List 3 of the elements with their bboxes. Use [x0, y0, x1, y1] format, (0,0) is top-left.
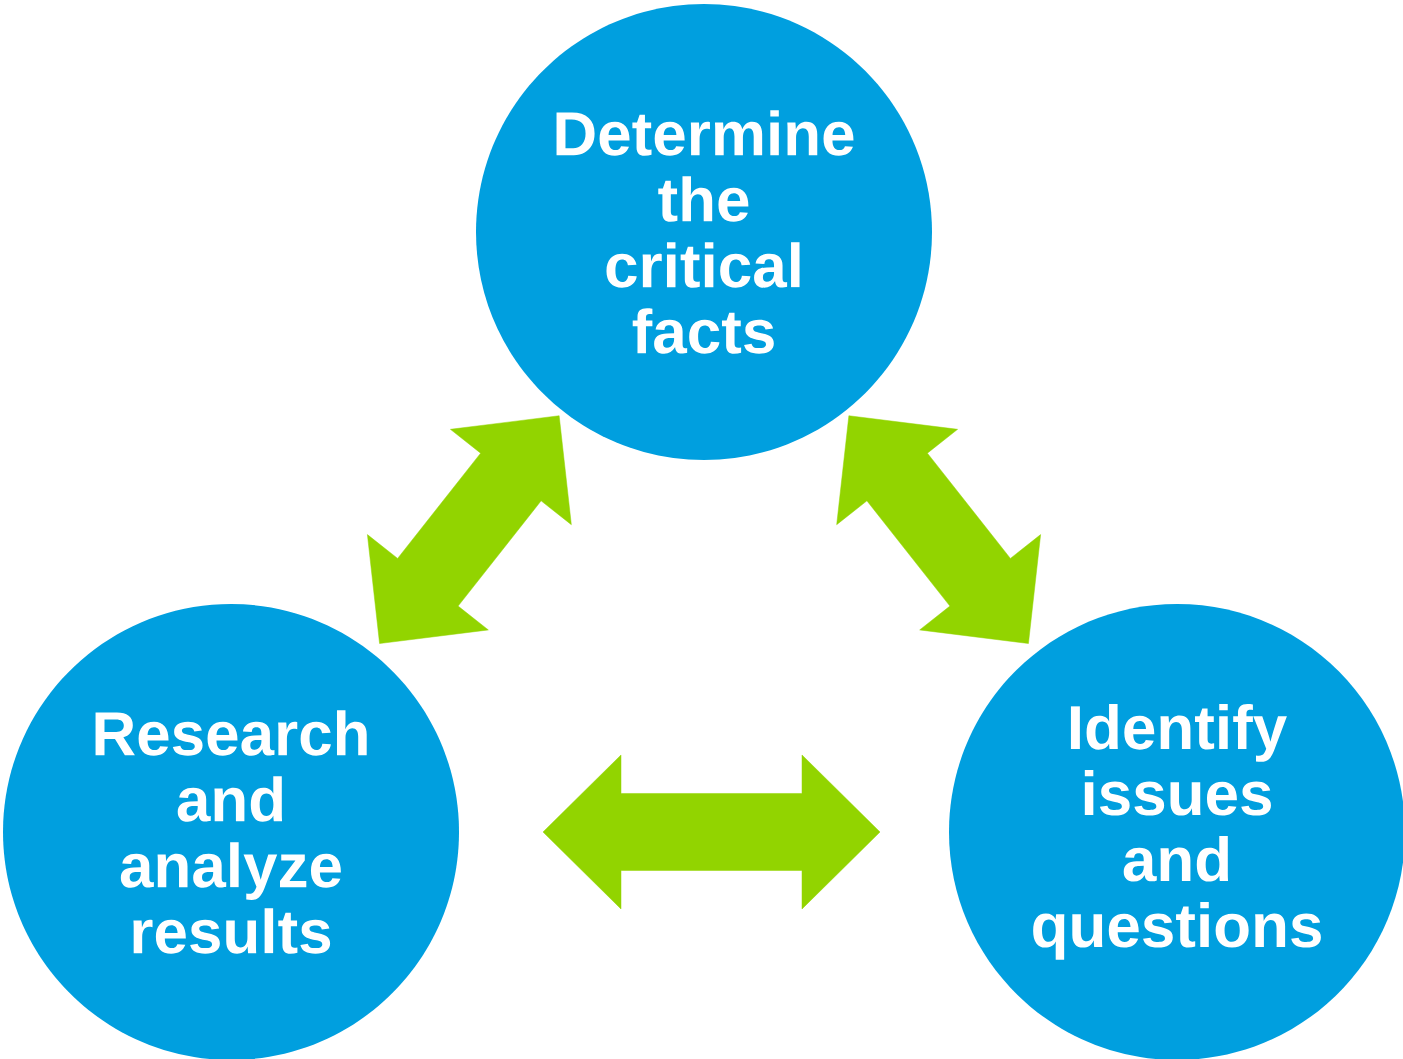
double-arrow	[836, 415, 1041, 644]
double-arrow	[542, 754, 881, 910]
double-arrow	[367, 415, 572, 644]
